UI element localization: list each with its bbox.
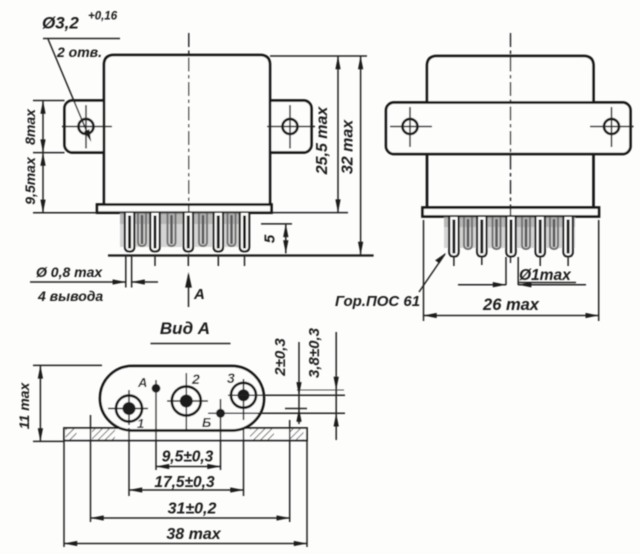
- svg-text:Вид А: Вид А: [160, 319, 210, 338]
- svg-text:8max: 8max: [22, 108, 38, 145]
- svg-text:4 вывода: 4 вывода: [37, 288, 103, 304]
- svg-text:Гор.ПОС 61: Гор.ПОС 61: [335, 293, 420, 310]
- svg-text:3,8±0,3: 3,8±0,3: [306, 327, 323, 378]
- svg-text:1: 1: [137, 416, 144, 431]
- svg-text:2 отв.: 2 отв.: [56, 44, 102, 60]
- svg-text:А: А: [193, 286, 205, 303]
- svg-text:17,5±0,3: 17,5±0,3: [154, 474, 215, 491]
- svg-text:32 max: 32 max: [340, 119, 357, 174]
- svg-text:Ø1max: Ø1max: [519, 267, 572, 284]
- svg-text:9,5max: 9,5max: [22, 156, 38, 205]
- svg-text:А: А: [137, 375, 147, 390]
- svg-text:25,5 max: 25,5 max: [314, 106, 331, 176]
- svg-text:5: 5: [262, 234, 279, 243]
- svg-text:26 max: 26 max: [482, 296, 540, 314]
- svg-text:3: 3: [227, 370, 235, 386]
- svg-text:Б: Б: [202, 415, 211, 430]
- svg-text:Ø3,2: Ø3,2: [42, 14, 79, 33]
- svg-text:11 max: 11 max: [16, 382, 32, 430]
- svg-text:38 max: 38 max: [166, 526, 221, 543]
- svg-text:2: 2: [191, 371, 200, 387]
- svg-text:31±0,2: 31±0,2: [168, 501, 217, 518]
- svg-text:+0,16: +0,16: [88, 11, 118, 23]
- svg-text:2±0,3: 2±0,3: [272, 338, 289, 377]
- svg-text:9,5±0,3: 9,5±0,3: [162, 449, 214, 466]
- svg-text:Ø 0,8 max: Ø 0,8 max: [36, 264, 103, 280]
